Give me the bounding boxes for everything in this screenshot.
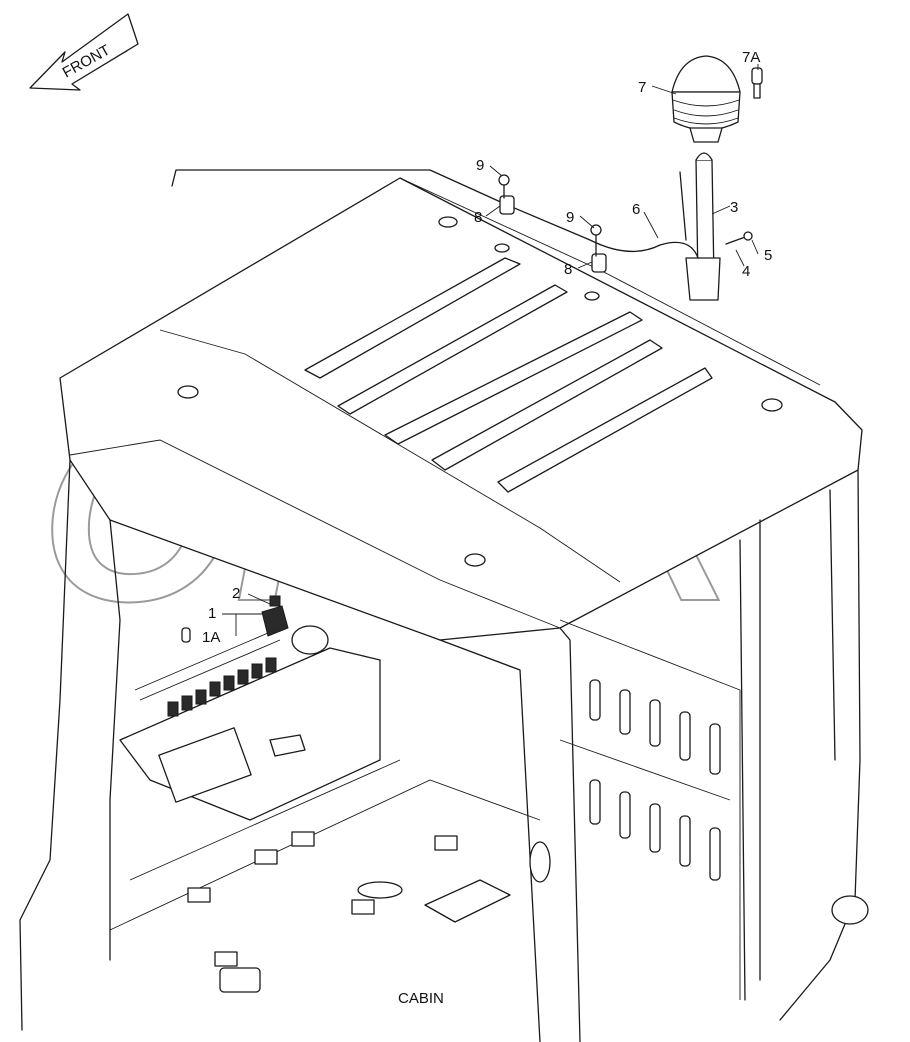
callout-8-top: 8 [474,209,482,226]
screw-9a [498,174,510,199]
callout-6: 6 [632,201,640,218]
bolt [725,231,753,245]
callout-4: 4 [742,263,750,280]
clamp-8b [591,253,607,273]
beacon-switch [261,595,289,637]
callout-1A: 1A [202,629,220,646]
diagram-caption: CABIN [398,990,444,1007]
callout-7A: 7A [742,49,760,66]
callout-7: 7 [638,79,646,96]
callout-3: 3 [730,199,738,216]
switch-panel [167,657,277,717]
callout-9-mid: 9 [566,209,574,226]
switch-cap [181,627,191,643]
callout-8-mid: 8 [564,261,572,278]
rotating-beacon [671,55,741,143]
wire-harness [171,169,699,259]
callout-2: 2 [232,585,240,602]
cabin-roof [59,177,863,641]
beacon-pole [685,152,721,301]
callout-9-top: 9 [476,157,484,174]
cabin-frame [19,459,869,1042]
leader-lines [222,64,759,636]
callout-1: 1 [208,605,216,622]
beacon-bulb [751,67,763,99]
front-arrow-icon: FRONT [29,13,139,91]
clamp-8a [499,195,515,215]
callout-5: 5 [764,247,772,264]
